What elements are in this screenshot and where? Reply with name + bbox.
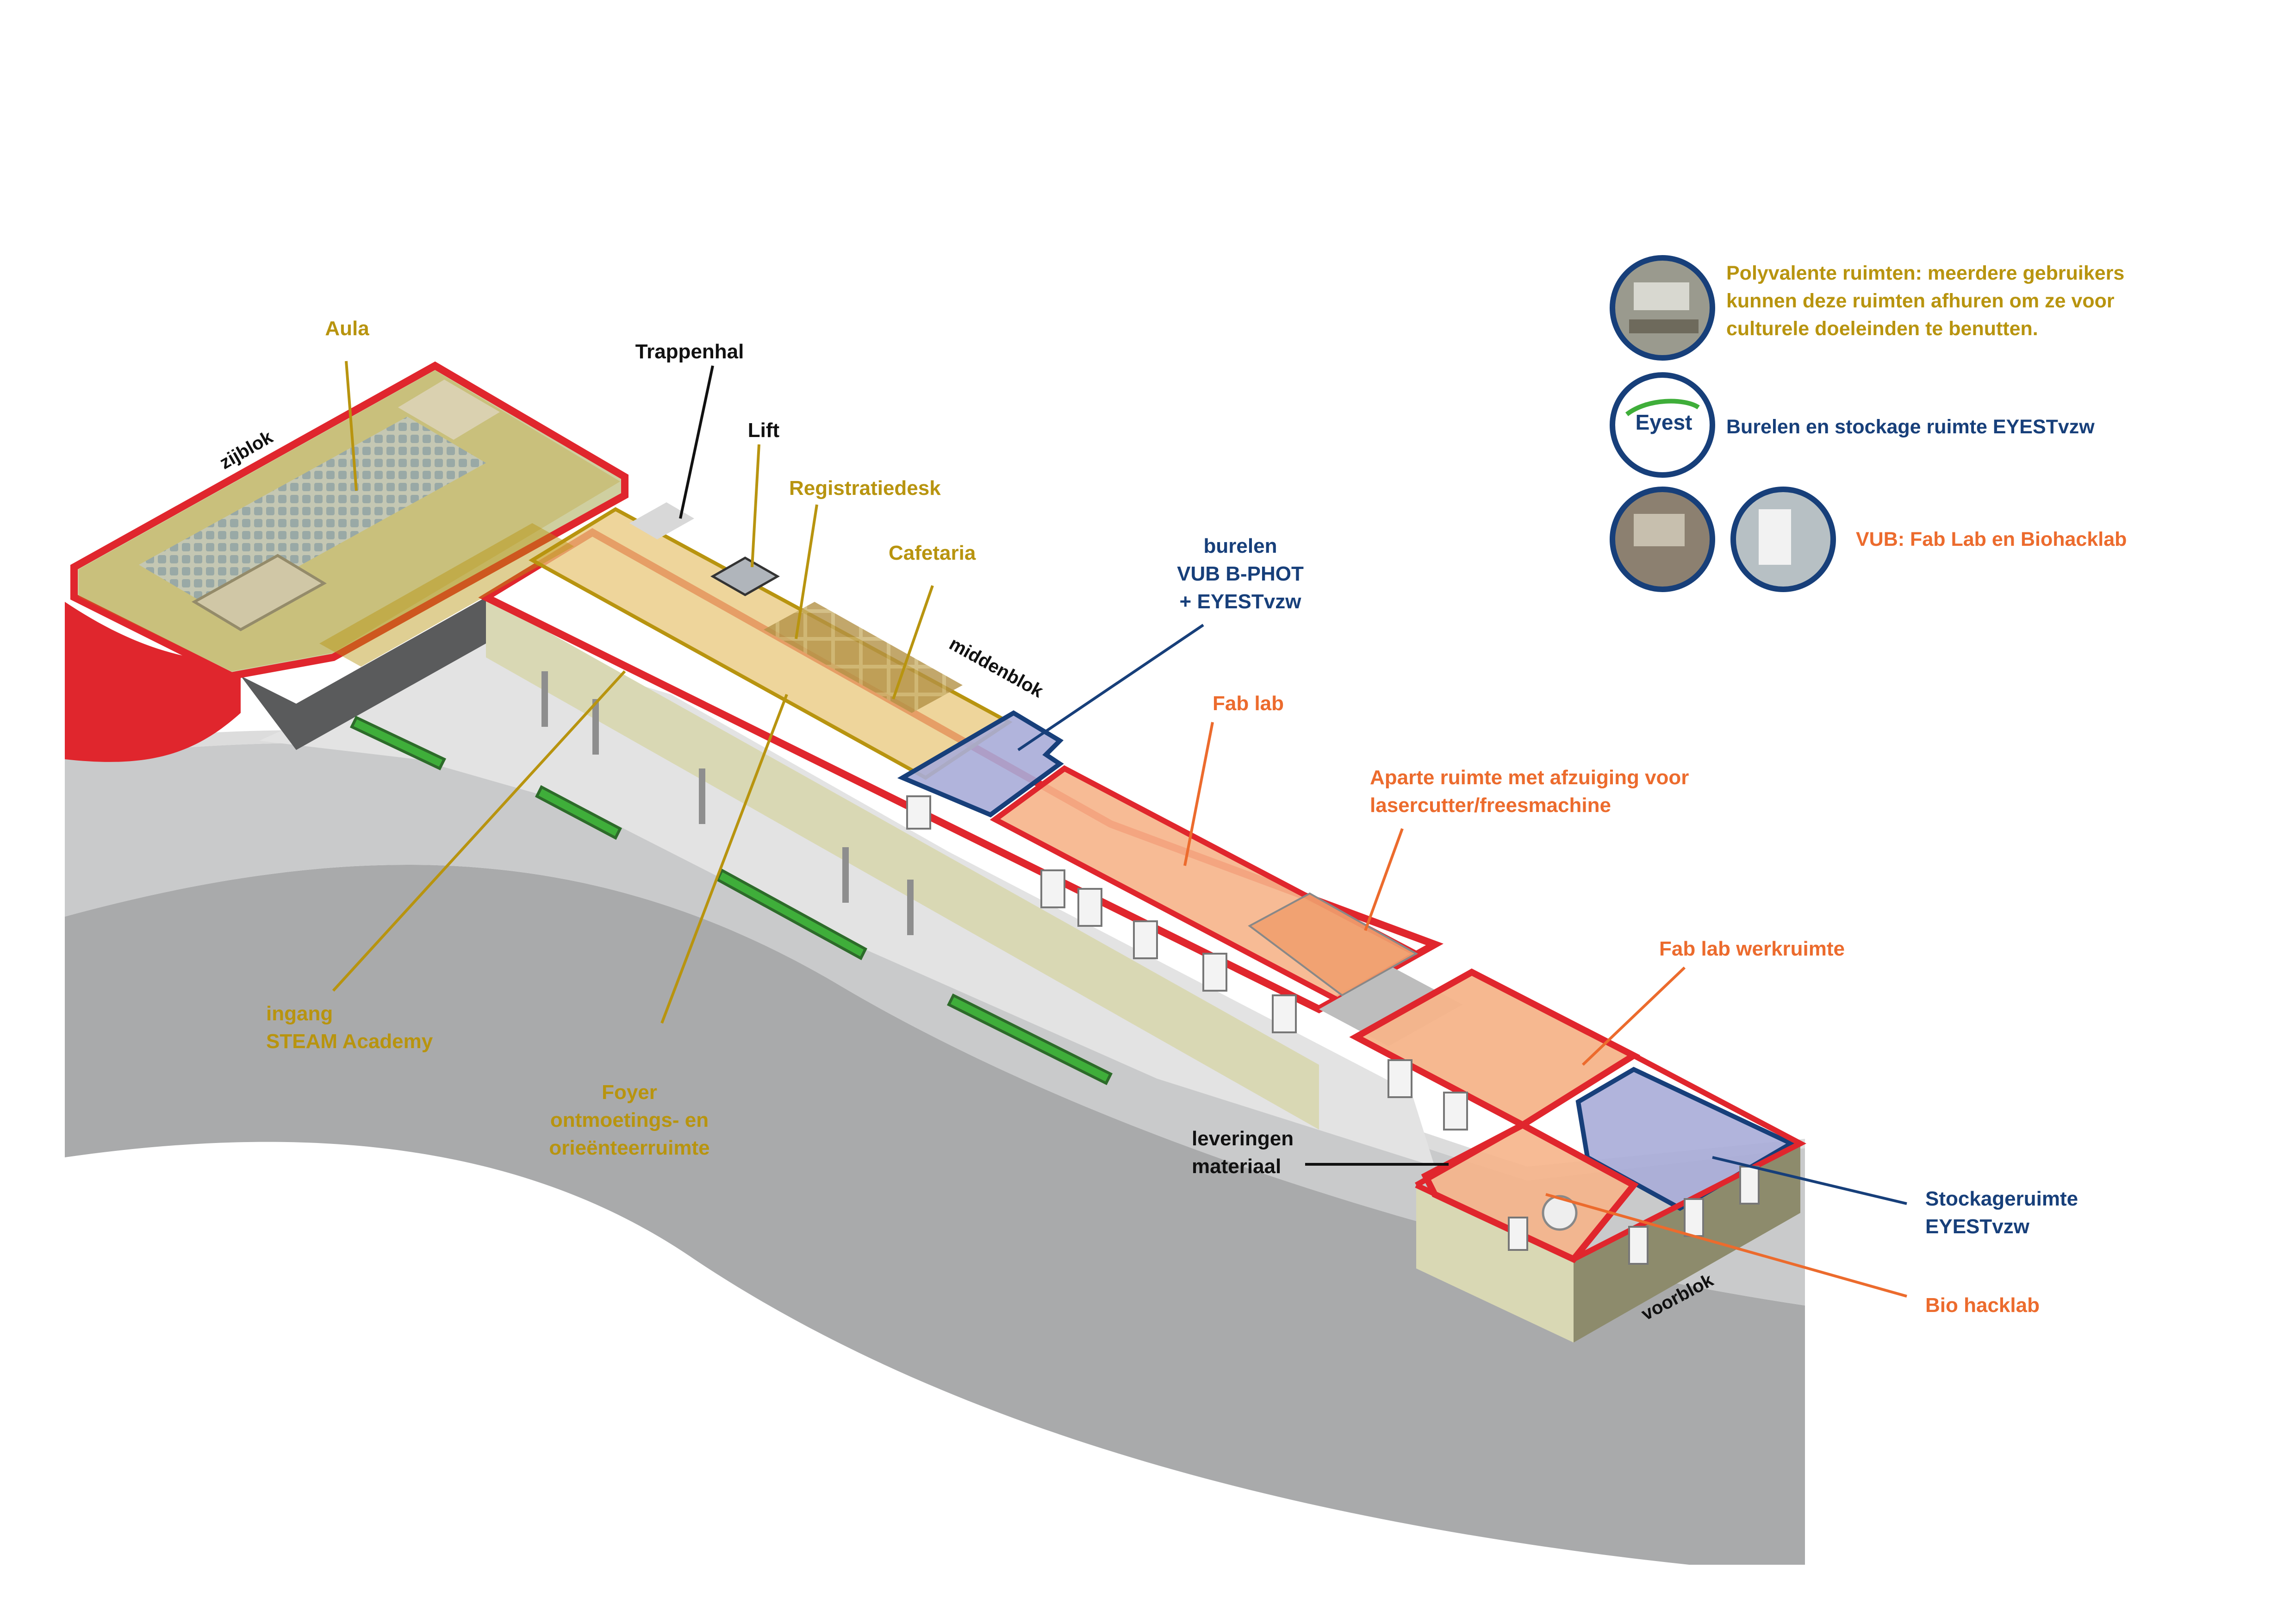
- leader-lines: [332, 361, 1907, 1298]
- trappenhal-area: [629, 502, 694, 539]
- leader-ingang: [332, 670, 626, 992]
- label-trappenhal: Trappenhal: [635, 340, 744, 363]
- label-lift: Lift: [747, 419, 780, 442]
- leader-aula: [345, 361, 358, 491]
- aula-back-room: [398, 380, 500, 440]
- leader-fablab: [1183, 722, 1214, 866]
- leader-aparte: [1364, 828, 1404, 931]
- leader-lift: [751, 444, 760, 568]
- leader-trappenhal: [679, 365, 714, 519]
- leader-biohacklab: [1545, 1193, 1907, 1298]
- lift-shaft: [710, 556, 780, 596]
- voorblok-facade-left: [1416, 1185, 1574, 1343]
- legend-polyvalent: Polyvalente ruimten: meerdere gebruikers…: [1726, 262, 2125, 340]
- label-fablab-werkruimte: Fab lab werkruimte: [1659, 937, 1845, 960]
- road-surface: [65, 864, 1805, 1565]
- middenblok-facade: [486, 597, 1319, 1130]
- label-biohacklab: Bio hacklab: [1925, 1294, 2040, 1317]
- burelen-room: [897, 710, 1064, 818]
- leader-werkruimte: [1581, 966, 1686, 1066]
- label-stockageruimte: Stockageruimte EYESTvzw: [1925, 1187, 2078, 1238]
- leader-registratiedesk: [795, 504, 818, 639]
- leader-stockage: [1712, 1156, 1907, 1205]
- red-curved-base: [65, 602, 241, 762]
- green-benches: [349, 716, 1113, 1086]
- cafetaria-shelves: [764, 602, 963, 713]
- aula-seating: [139, 417, 486, 611]
- label-registratiedesk: Registratiedesk: [789, 477, 941, 500]
- label-burelen: burelen VUB B-PHOT + EYESTvzw: [1177, 535, 1304, 613]
- voorblok-outline: [1415, 1052, 1807, 1262]
- leader-burelen: [1017, 624, 1204, 751]
- bollards: [541, 671, 914, 935]
- aula-polyvalent-overlay: [79, 370, 620, 671]
- label-foyer: Foyer ontmoetings- en orieënteerruimte: [549, 1081, 710, 1159]
- biohacklab-spiral-stair: [1542, 1195, 1578, 1231]
- label-ingang: ingang STEAM Academy: [266, 1002, 433, 1053]
- zijblok-facade: [241, 597, 486, 750]
- label-fablab: Fab lab: [1213, 692, 1284, 715]
- aula-stage: [192, 554, 327, 631]
- middenblok-windows: [906, 795, 1760, 1265]
- label-leveringen: leveringen materiaal: [1192, 1127, 1294, 1178]
- label-aula: Aula: [325, 317, 369, 340]
- eyest-logo-text: Eyest: [1635, 410, 1692, 434]
- leader-foyer: [660, 693, 788, 1024]
- eyest-logo-icon: [1610, 372, 1715, 478]
- legend-eyest: Burelen en stockage ruimte EYESTvzw: [1726, 416, 2095, 438]
- foyer-floor-band: [319, 523, 574, 667]
- legend-vub: VUB: Fab Lab en Biohacklab: [1856, 528, 2127, 550]
- label-cafetaria: Cafetaria: [889, 542, 976, 564]
- leader-cafetaria: [892, 585, 934, 700]
- middenblok-landing: [1319, 968, 1462, 1046]
- label-aparte-ruimte: Aparte ruimte met afzuiging voor lasercu…: [1370, 766, 1689, 817]
- lasercutter-room: [1248, 892, 1419, 997]
- legend-icons: [1610, 255, 1836, 592]
